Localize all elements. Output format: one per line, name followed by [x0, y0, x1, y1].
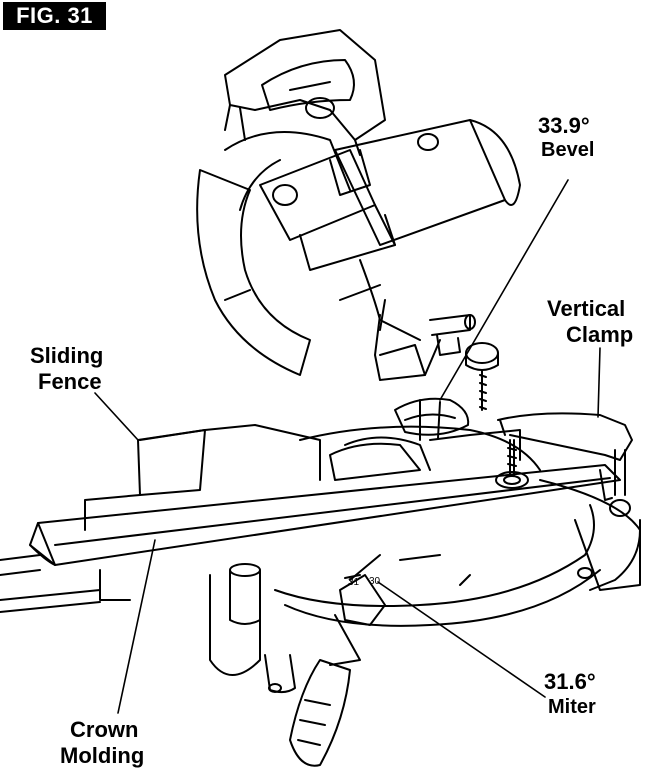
saw-legs	[230, 564, 295, 692]
vertical-clamp-label-line2: Clamp	[566, 322, 634, 347]
vertical-clamp	[466, 343, 632, 516]
crown-molding-label-line2: Molding	[60, 743, 145, 768]
crown-molding-label-line1: Crown	[70, 717, 139, 742]
miter-leader	[378, 582, 545, 697]
bevel-label: Bevel	[541, 139, 595, 161]
scale-mark-left: 31	[348, 577, 360, 588]
crown-molding-leader	[118, 540, 155, 713]
vertical-clamp-label-line1: Vertical	[547, 296, 626, 321]
sliding-fence-leader	[95, 393, 138, 440]
bevel-leader	[440, 180, 568, 400]
sliding-fence	[85, 425, 520, 530]
miter-label: Miter	[548, 696, 596, 718]
vertical-clamp-leader	[598, 348, 600, 417]
sliding-fence-label-line1: Sliding	[30, 343, 104, 368]
saw-base-rails	[0, 555, 100, 612]
figure-label: FIG. 31	[3, 2, 106, 30]
bevel-angle-label: 33.9°	[538, 113, 590, 138]
saw-head	[197, 120, 520, 440]
sliding-fence-label-line2: Fence	[38, 369, 102, 394]
table-kerf	[330, 444, 470, 585]
miter-angle-label: 31.6°	[544, 669, 596, 694]
crown-molding	[30, 465, 620, 565]
saw-handle	[225, 30, 385, 155]
miter-table	[100, 427, 640, 675]
callout-leaders	[95, 180, 600, 713]
miter-handle	[290, 575, 385, 766]
scale-mark-right: 30	[369, 576, 381, 587]
